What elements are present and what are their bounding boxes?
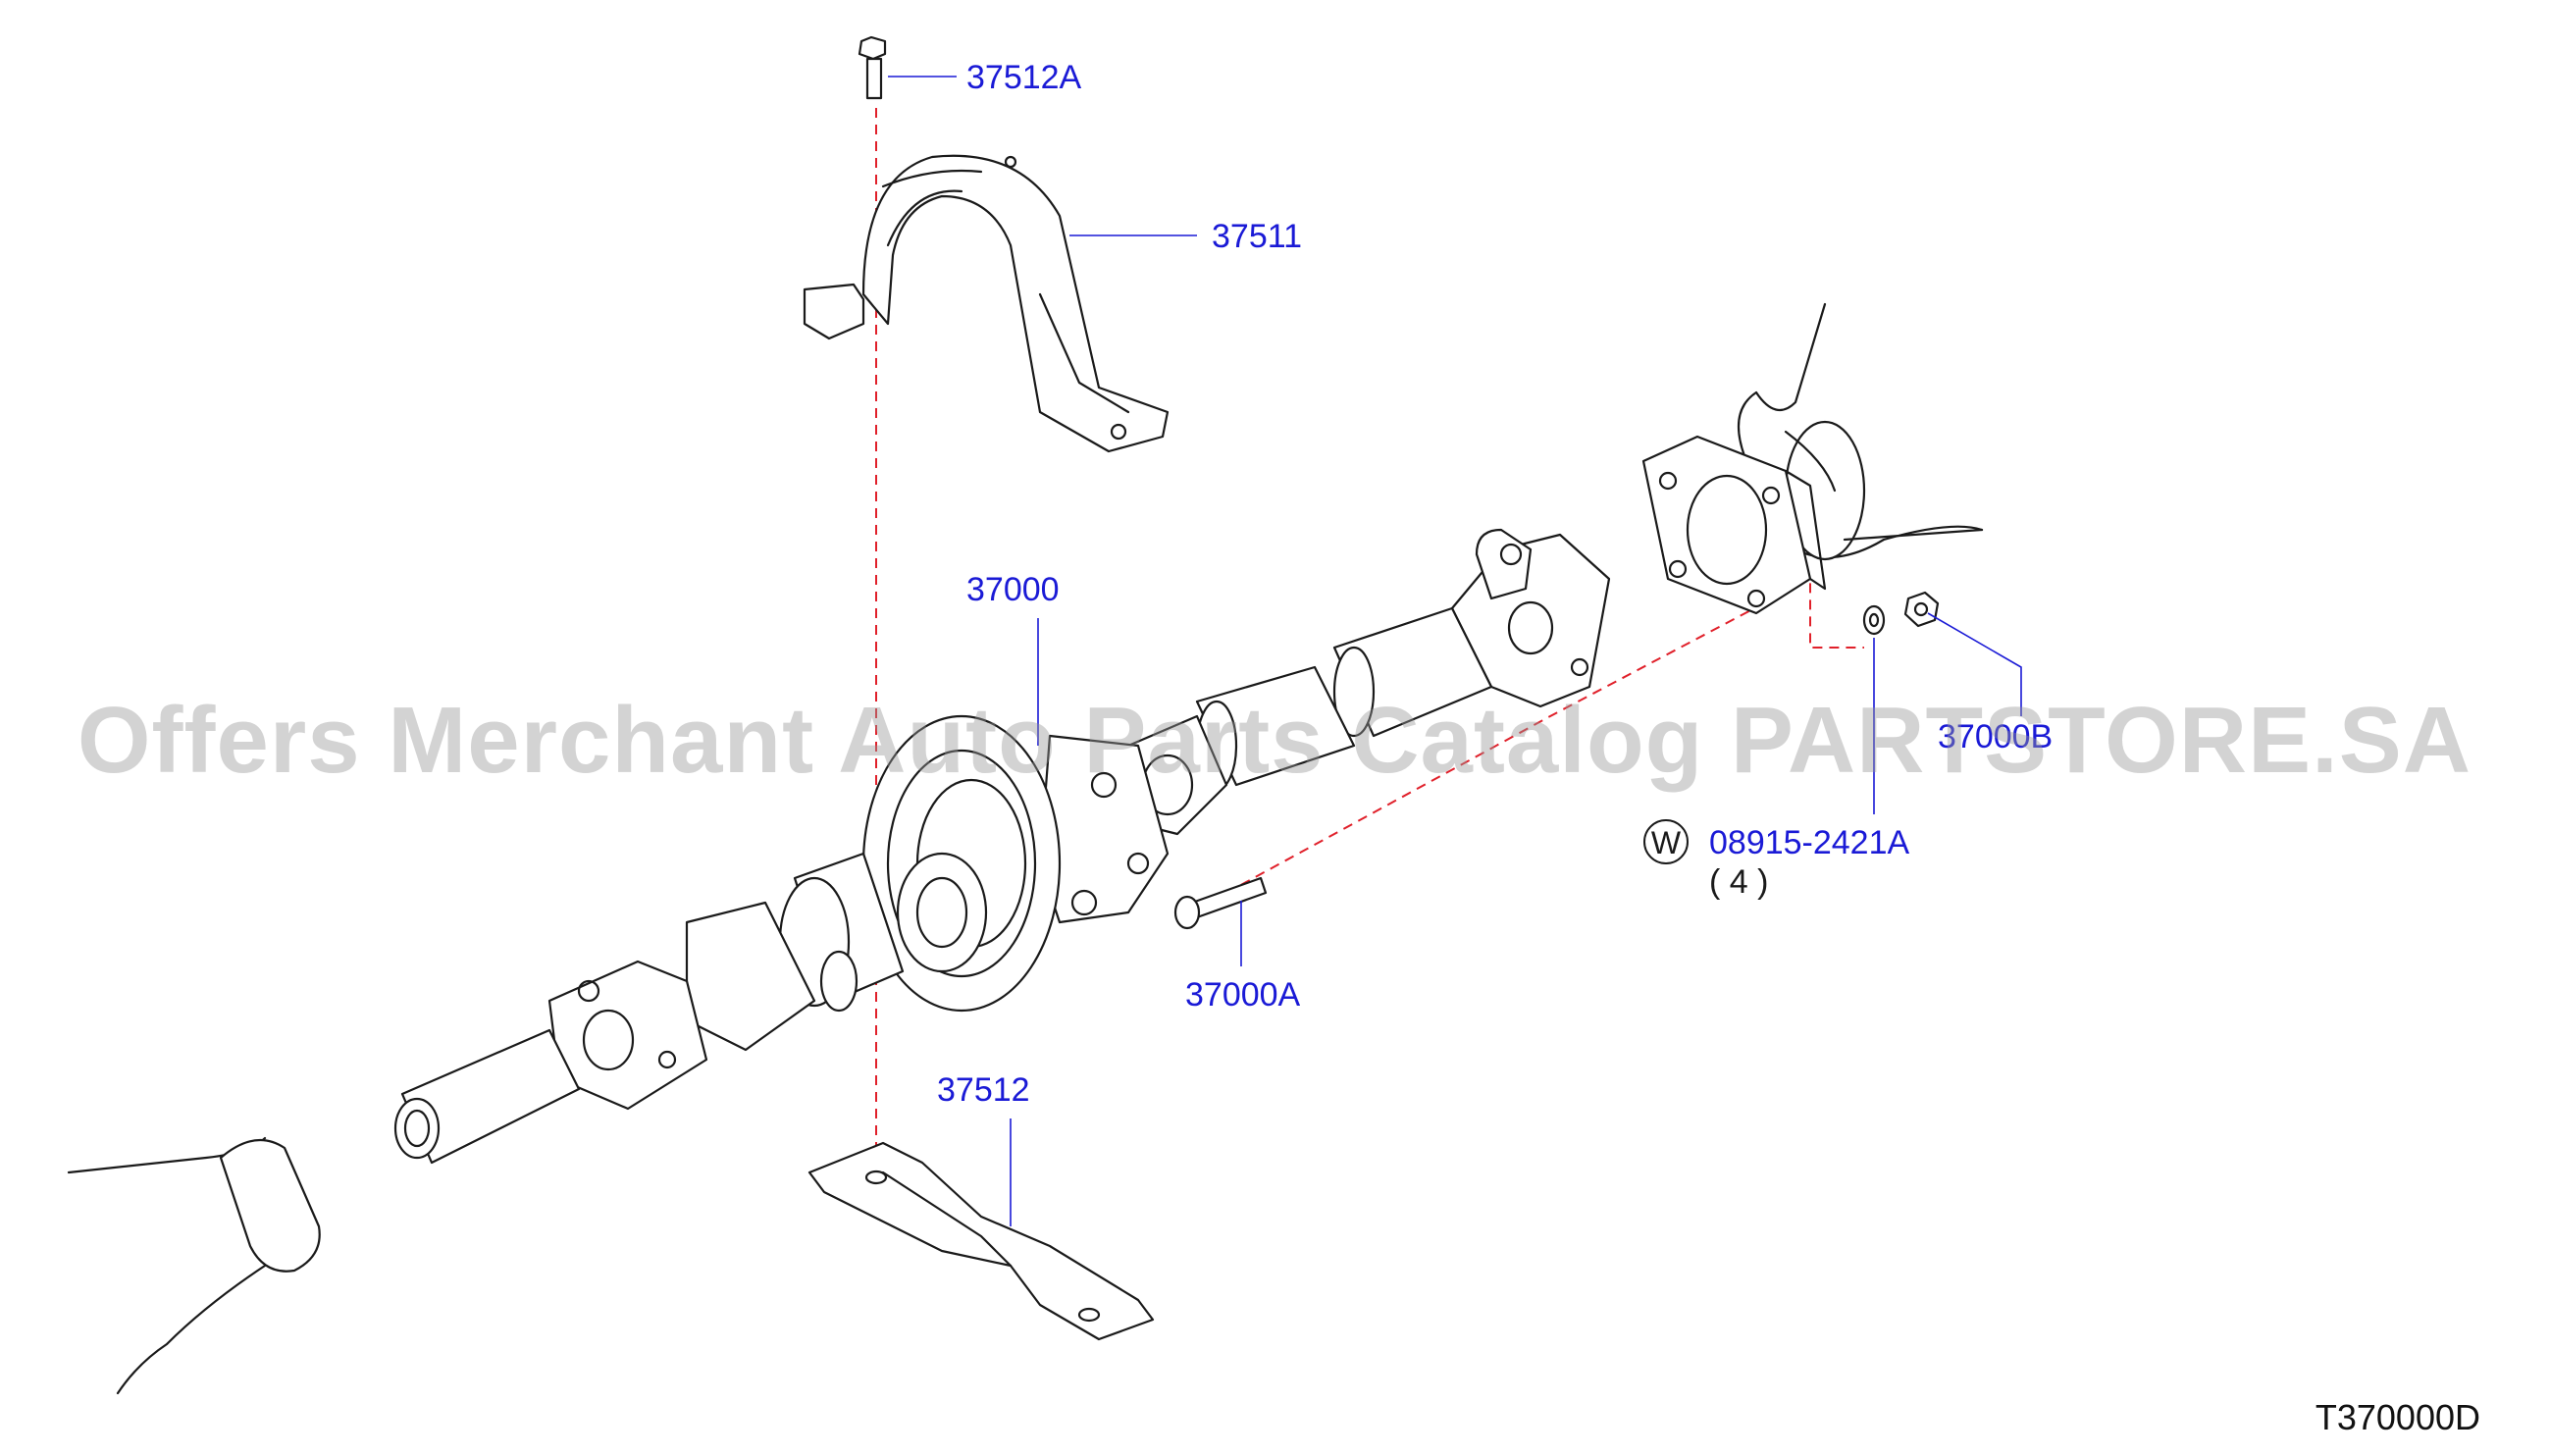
callout-37512[interactable]: 37512 xyxy=(937,1071,1030,1109)
callout-37000A[interactable]: 37000A xyxy=(1185,976,1301,1014)
callout-37000[interactable]: 37000 xyxy=(966,571,1060,608)
rear-universal-joint xyxy=(1450,528,1611,708)
front-universal-joint xyxy=(547,901,816,1111)
companion-flange xyxy=(1641,435,1827,615)
w-marker: W xyxy=(1651,825,1682,860)
callout-08915-2421A[interactable]: 08915-2421A xyxy=(1709,824,1910,861)
callout-37512A[interactable]: 37512A xyxy=(966,59,1082,96)
transmission-extension xyxy=(67,1136,321,1395)
center-bearing xyxy=(861,714,1170,1013)
washer xyxy=(1862,604,1886,636)
rear-propeller-tube xyxy=(1195,606,1493,792)
front-slip-yoke xyxy=(393,1028,581,1165)
w-marker-circle xyxy=(1643,819,1689,864)
diagram-code: T370000D xyxy=(2315,1397,2480,1437)
callout-37511[interactable]: 37511 xyxy=(1212,218,1302,255)
nut xyxy=(1903,591,1940,628)
leader-37000B xyxy=(1927,612,2022,716)
callout-37000B[interactable]: 37000B xyxy=(1938,718,2053,755)
flange-bolt xyxy=(1173,876,1268,930)
bracket-bolt xyxy=(858,35,887,100)
callout-quantity: ( 4 ) xyxy=(1709,863,1768,901)
upper-bracket xyxy=(803,154,1170,453)
lower-bracket xyxy=(807,1141,1155,1341)
